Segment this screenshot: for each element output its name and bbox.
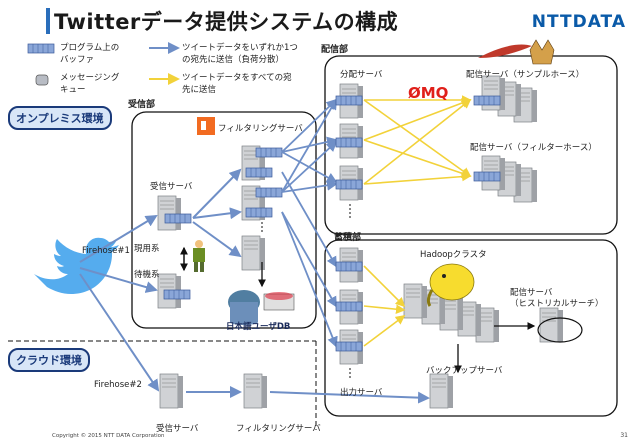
legend-queue-swatch — [35, 74, 49, 86]
page-title: Twitterデータ提供システムの構成 — [54, 10, 399, 34]
apache-feather-icon — [478, 44, 532, 58]
store-buffer-1 — [335, 261, 363, 272]
page-number: 31 — [620, 432, 628, 439]
firehose2-arrow — [79, 273, 160, 392]
dist-buffer-2 — [335, 137, 363, 148]
company-logo: NTTDATA — [531, 12, 626, 32]
filter-server-cloud-label: フィルタリングサーバ — [236, 424, 321, 434]
recv-buffer-standby — [163, 289, 191, 300]
filter-buffer-1 — [255, 147, 283, 158]
store-to-hadoop-arrows — [363, 265, 406, 347]
filter-buffer-4 — [245, 207, 273, 218]
output-server-label: 出力サーバ — [340, 388, 383, 398]
deliver-filter-label: 配信サーバ（フィルターホース） — [470, 143, 597, 153]
hard-disk-icon — [263, 292, 295, 311]
recv-to-filter-arrow-1 — [192, 168, 242, 219]
legend-queue-label: メッセージング キュー — [60, 73, 120, 95]
postgres-db-icon — [228, 290, 260, 325]
deliver-sample-label: 配信サーバ（サンプルホース） — [466, 70, 585, 80]
operator-person-icon — [193, 240, 205, 272]
dist-buffer-3 — [335, 179, 363, 190]
dist-to-deliver-arrows — [363, 95, 472, 185]
deliver-hist-label: 配信サーバ （ヒストリカルサーチ） — [510, 288, 604, 309]
deliver-filter-buffer — [473, 171, 501, 182]
deliver-hist-server — [539, 307, 564, 343]
firehose1-arrow-standby — [79, 267, 158, 293]
deliver-section-box — [324, 55, 618, 235]
hadoop-cluster-label: Hadoopクラスタ — [420, 250, 487, 260]
zmq-logo: ØMQ — [408, 84, 449, 102]
backup-server-label: バックアップサーバ — [426, 366, 503, 376]
recv-to-filter-arrow-2 — [192, 207, 242, 220]
rabbitmq-icon — [197, 117, 215, 135]
backup-server — [429, 373, 454, 409]
legend-buffer-label: プログラム上の バッファ — [60, 43, 120, 65]
firehose2-label: Firehose#2 — [94, 380, 142, 390]
legend-yellow-arrow-label: ツイートデータをすべての宛 先に送信 — [182, 73, 292, 95]
recv-server-cloud-label: 受信サーバ — [156, 424, 199, 434]
recv-server-cloud — [159, 373, 184, 409]
store-buffer-2 — [335, 301, 363, 312]
hadoop-elephant-icon — [426, 263, 475, 307]
store-buffer-3 — [335, 341, 363, 352]
firehose1-arrow-active — [79, 214, 158, 263]
store-section-box — [324, 239, 618, 417]
recv-buffer — [164, 213, 192, 224]
filter-server-label: フィルタリングサーバ — [218, 124, 303, 134]
dist-server-label: 分配サーバ — [340, 70, 383, 80]
hist-cycle-arrow — [537, 317, 583, 343]
tomcat-icon — [529, 39, 555, 65]
recv-to-filter-arrow-3 — [192, 221, 242, 258]
filter-to-dist-arrows — [281, 98, 338, 348]
legend-buffer-swatch — [27, 43, 55, 54]
deliver-section-title: 配信部 — [321, 45, 349, 55]
jp-user-db-label: 日本語ユーザDB — [226, 322, 291, 332]
firehose1-label: Firehose#1 — [82, 246, 130, 256]
receive-section-box — [131, 111, 317, 329]
cloud-filter-to-backup-arrow — [269, 391, 430, 404]
deliver-sample-buffer — [473, 95, 501, 106]
legend-blue-arrow-label: ツイートデータをいずれか1つ の宛先に送信（負荷分散） — [182, 43, 298, 65]
filter-buffer-3 — [255, 187, 283, 198]
copyright-footer: Copyright © 2015 NTT DATA Corporation — [52, 433, 165, 439]
receive-section-title: 受信部 — [128, 100, 156, 110]
active-label: 現用系 — [134, 244, 160, 254]
title-accent-bar — [46, 8, 50, 34]
recv-server-label: 受信サーバ — [150, 182, 193, 192]
filter-server-cloud — [243, 373, 268, 409]
dist-buffer-1 — [335, 95, 363, 106]
store-section-title: 蓄積部 — [334, 233, 362, 243]
recv-server-active — [157, 195, 182, 231]
onprem-env-tag: オンプレミス環境 — [8, 106, 112, 130]
standby-label: 待機系 — [134, 270, 160, 280]
filter-buffer-2 — [245, 167, 273, 178]
cloud-env-tag: クラウド環境 — [8, 348, 90, 372]
